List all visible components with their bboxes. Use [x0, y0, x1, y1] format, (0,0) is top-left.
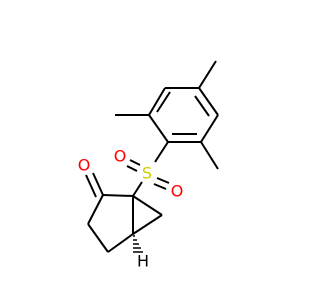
bond-s-o2-a [156, 177, 170, 184]
atom-sulfur: S [142, 164, 152, 183]
bond-c2-c3 [87, 194, 104, 225]
bond-s-o2-b [153, 183, 167, 190]
bond-c4-c5 [107, 233, 134, 253]
bond-sulfur-to-c1 [132, 181, 143, 197]
bond-ring-b-inner [156, 91, 171, 113]
bond-methyl-top [198, 60, 217, 89]
molecule-diagram: O S O O H [77, 60, 219, 271]
bond-ring-a [148, 114, 169, 143]
stereo-hash-bond [133, 235, 143, 253]
bond-s-o1-a [129, 159, 141, 166]
molecule-structure: O S O O H [78, 60, 219, 271]
atom-oxygen-sulfonyl-1: O [114, 147, 127, 166]
atom-oxygen-sulfonyl-2: O [171, 182, 184, 201]
bond-ring-to-sulfur [154, 141, 169, 163]
bond-c2-o-b [85, 174, 97, 198]
atom-hydrogen: H [137, 252, 149, 271]
bond-methyl-right [200, 141, 219, 170]
bond-c1-c2 [102, 194, 134, 197]
atom-oxygen-ketone: O [78, 156, 91, 175]
bond-s-o1-b [126, 165, 138, 172]
bond-c1-c6 [132, 195, 163, 216]
bond-ring-d [198, 87, 219, 116]
bond-c2-o-a [92, 172, 104, 196]
bond-c3-c4 [87, 223, 109, 253]
bond-ring-d-inner [194, 95, 210, 117]
bond-c6-c5 [132, 214, 163, 235]
bond-ring-b [148, 87, 166, 116]
bond-ring-e [200, 114, 219, 143]
